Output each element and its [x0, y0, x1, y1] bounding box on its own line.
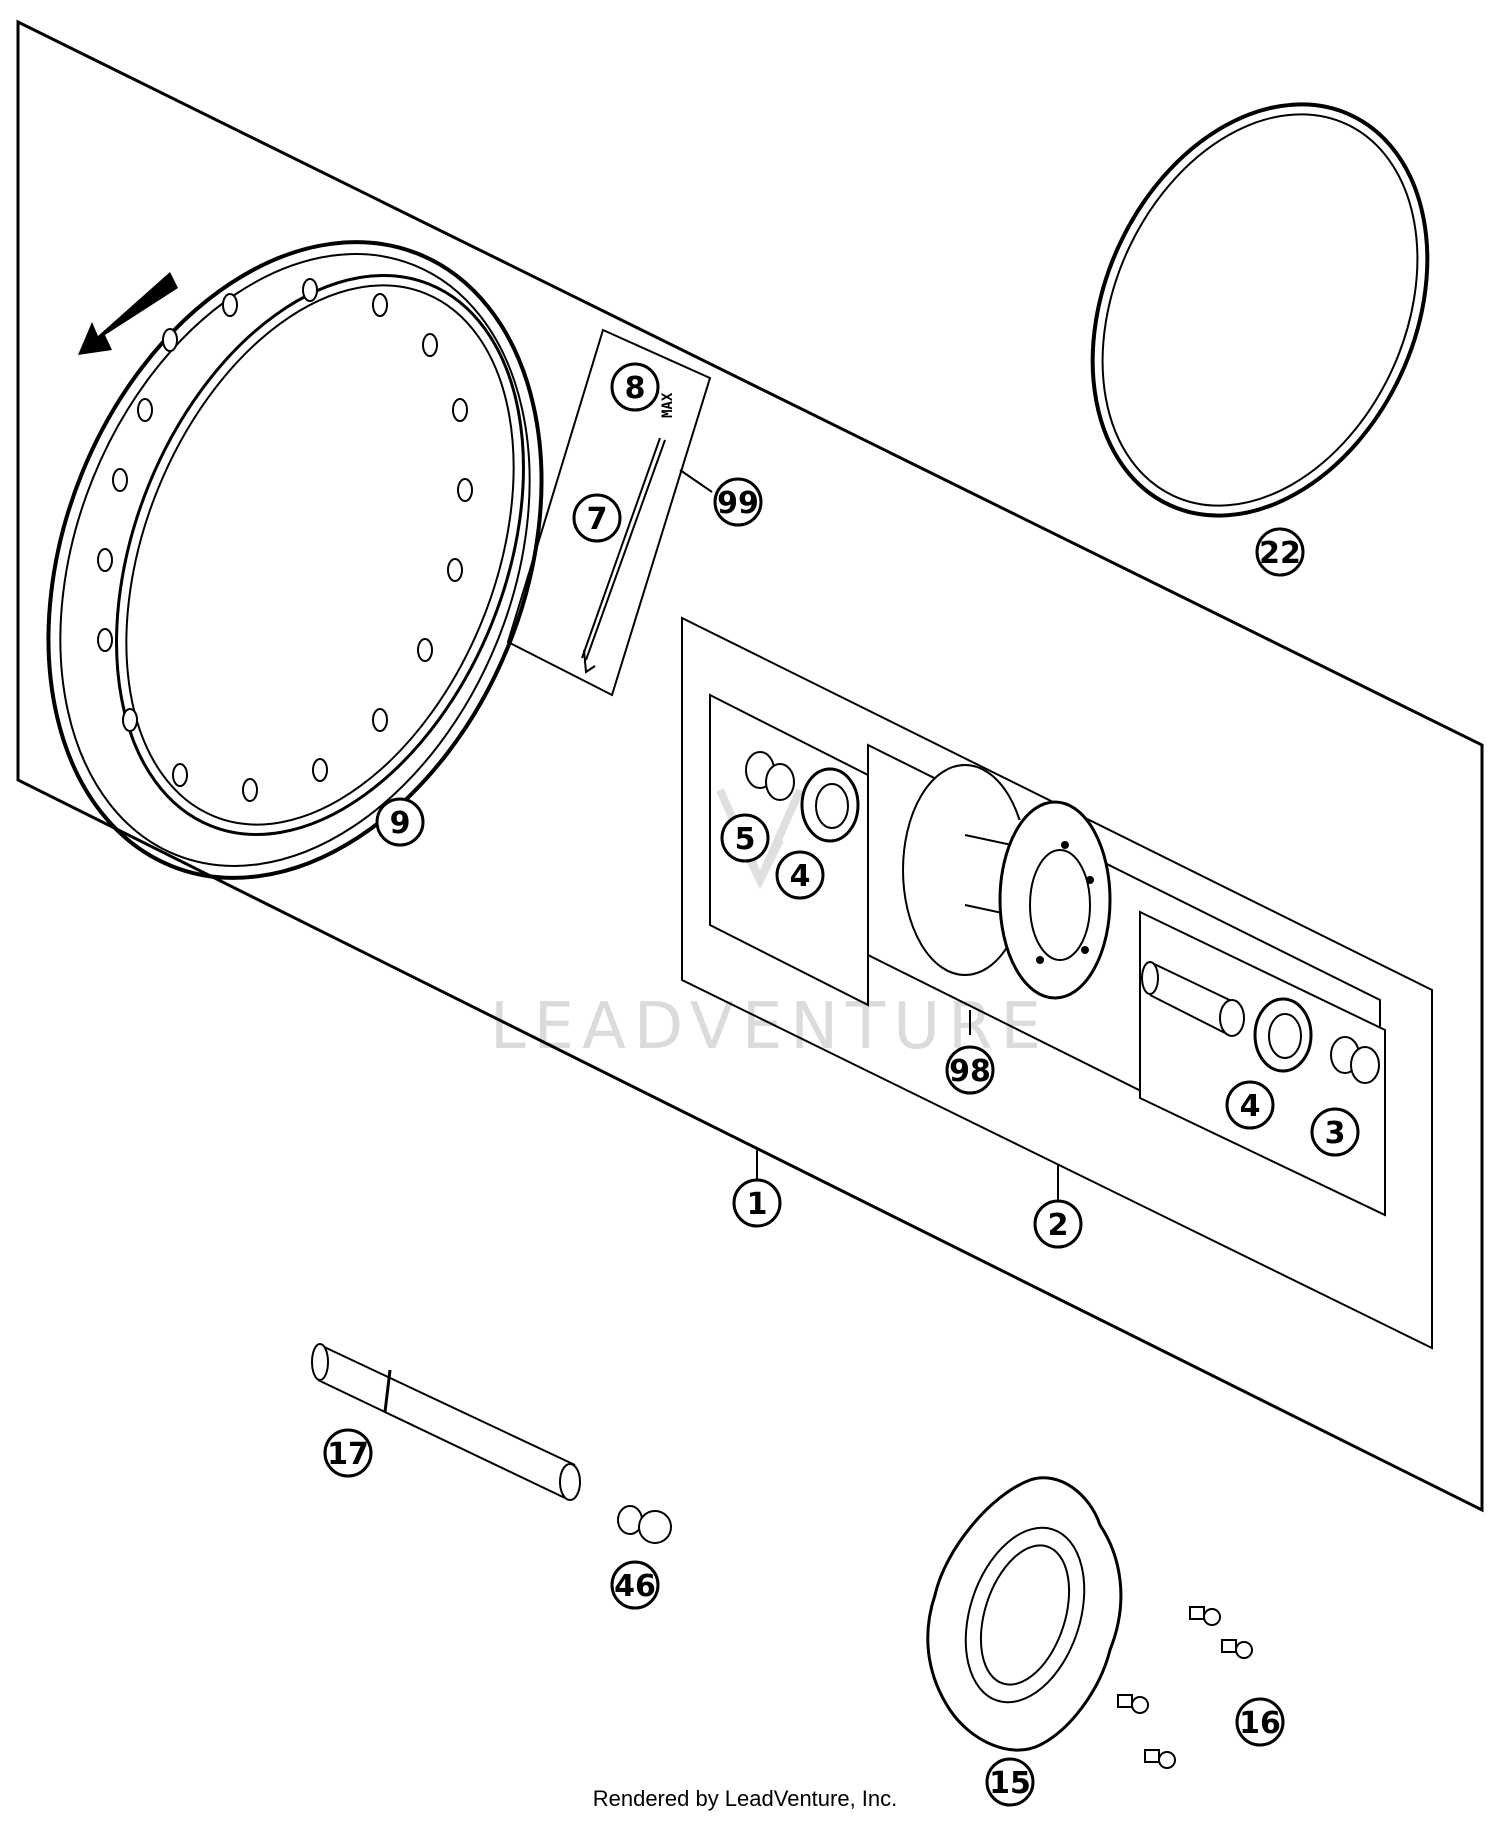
axle-nut-part	[617, 1505, 672, 1544]
callout-5: 5	[720, 813, 770, 863]
spacer-part	[745, 751, 795, 801]
svg-text:15: 15	[989, 1766, 1031, 1801]
callout-15: 15	[985, 1757, 1035, 1807]
svg-text:8: 8	[625, 371, 646, 406]
footer-credit: Rendered by LeadVenture, Inc.	[593, 1786, 898, 1811]
callout-8: 8	[610, 362, 660, 412]
hub-part	[902, 764, 1112, 1000]
callout-2: 2	[1033, 1199, 1083, 1249]
callout-7: 7	[572, 493, 622, 543]
assembly-1-panel	[16, 19, 1484, 1513]
svg-text:MAX: MAX	[660, 392, 676, 418]
watermark: LEADVENTURE	[490, 788, 1049, 1064]
callout-99: 99	[713, 477, 763, 527]
svg-text:22: 22	[1259, 536, 1301, 571]
svg-text:7: 7	[587, 502, 608, 537]
bearing-part-right	[1253, 997, 1313, 1073]
callout-22: 22	[1255, 527, 1305, 577]
callout-9: 9	[375, 797, 425, 847]
callout-4-left: 4	[775, 850, 825, 900]
svg-text:4: 4	[1240, 1089, 1261, 1124]
svg-text:16: 16	[1239, 1706, 1281, 1741]
callout-17: 17	[323, 1428, 373, 1478]
svg-text:2: 2	[1048, 1208, 1069, 1243]
spoke-kit-panel	[506, 328, 712, 697]
spoke-stamp: MAX	[660, 392, 676, 418]
left-bearing-box	[709, 693, 869, 1007]
svg-text:3: 3	[1325, 1116, 1346, 1151]
callout-46: 46	[610, 1560, 660, 1610]
callout-16: 16	[1235, 1697, 1285, 1747]
axle-part	[311, 1343, 581, 1501]
spacer-part-right	[1330, 1036, 1380, 1084]
leader-lines	[756, 1010, 1059, 1200]
distance-sleeve-part	[1141, 961, 1245, 1037]
svg-text:99: 99	[717, 486, 759, 521]
callout-4-right: 4	[1225, 1080, 1275, 1130]
svg-text:9: 9	[390, 806, 411, 841]
disc-bolts-part	[1117, 1606, 1253, 1769]
callout-98: 98	[945, 1045, 995, 1095]
spoke-line	[585, 439, 666, 661]
svg-text:98: 98	[949, 1054, 991, 1089]
svg-text:46: 46	[614, 1569, 656, 1604]
svg-text:4: 4	[790, 859, 811, 894]
rim-part	[46, 240, 544, 880]
rotation-arrow-icon	[78, 272, 178, 355]
watermark-text: LEADVENTURE	[490, 990, 1049, 1064]
rim-band-part	[1090, 102, 1430, 518]
svg-text:1: 1	[747, 1187, 768, 1222]
svg-text:5: 5	[735, 822, 756, 857]
callout-1: 1	[732, 1178, 782, 1228]
bearing-part-left	[800, 767, 860, 843]
hub-assembly-2-panel	[681, 616, 1433, 1350]
callout-3: 3	[1310, 1107, 1360, 1157]
brake-disc-part	[926, 1476, 1123, 1752]
svg-text:17: 17	[327, 1437, 369, 1472]
